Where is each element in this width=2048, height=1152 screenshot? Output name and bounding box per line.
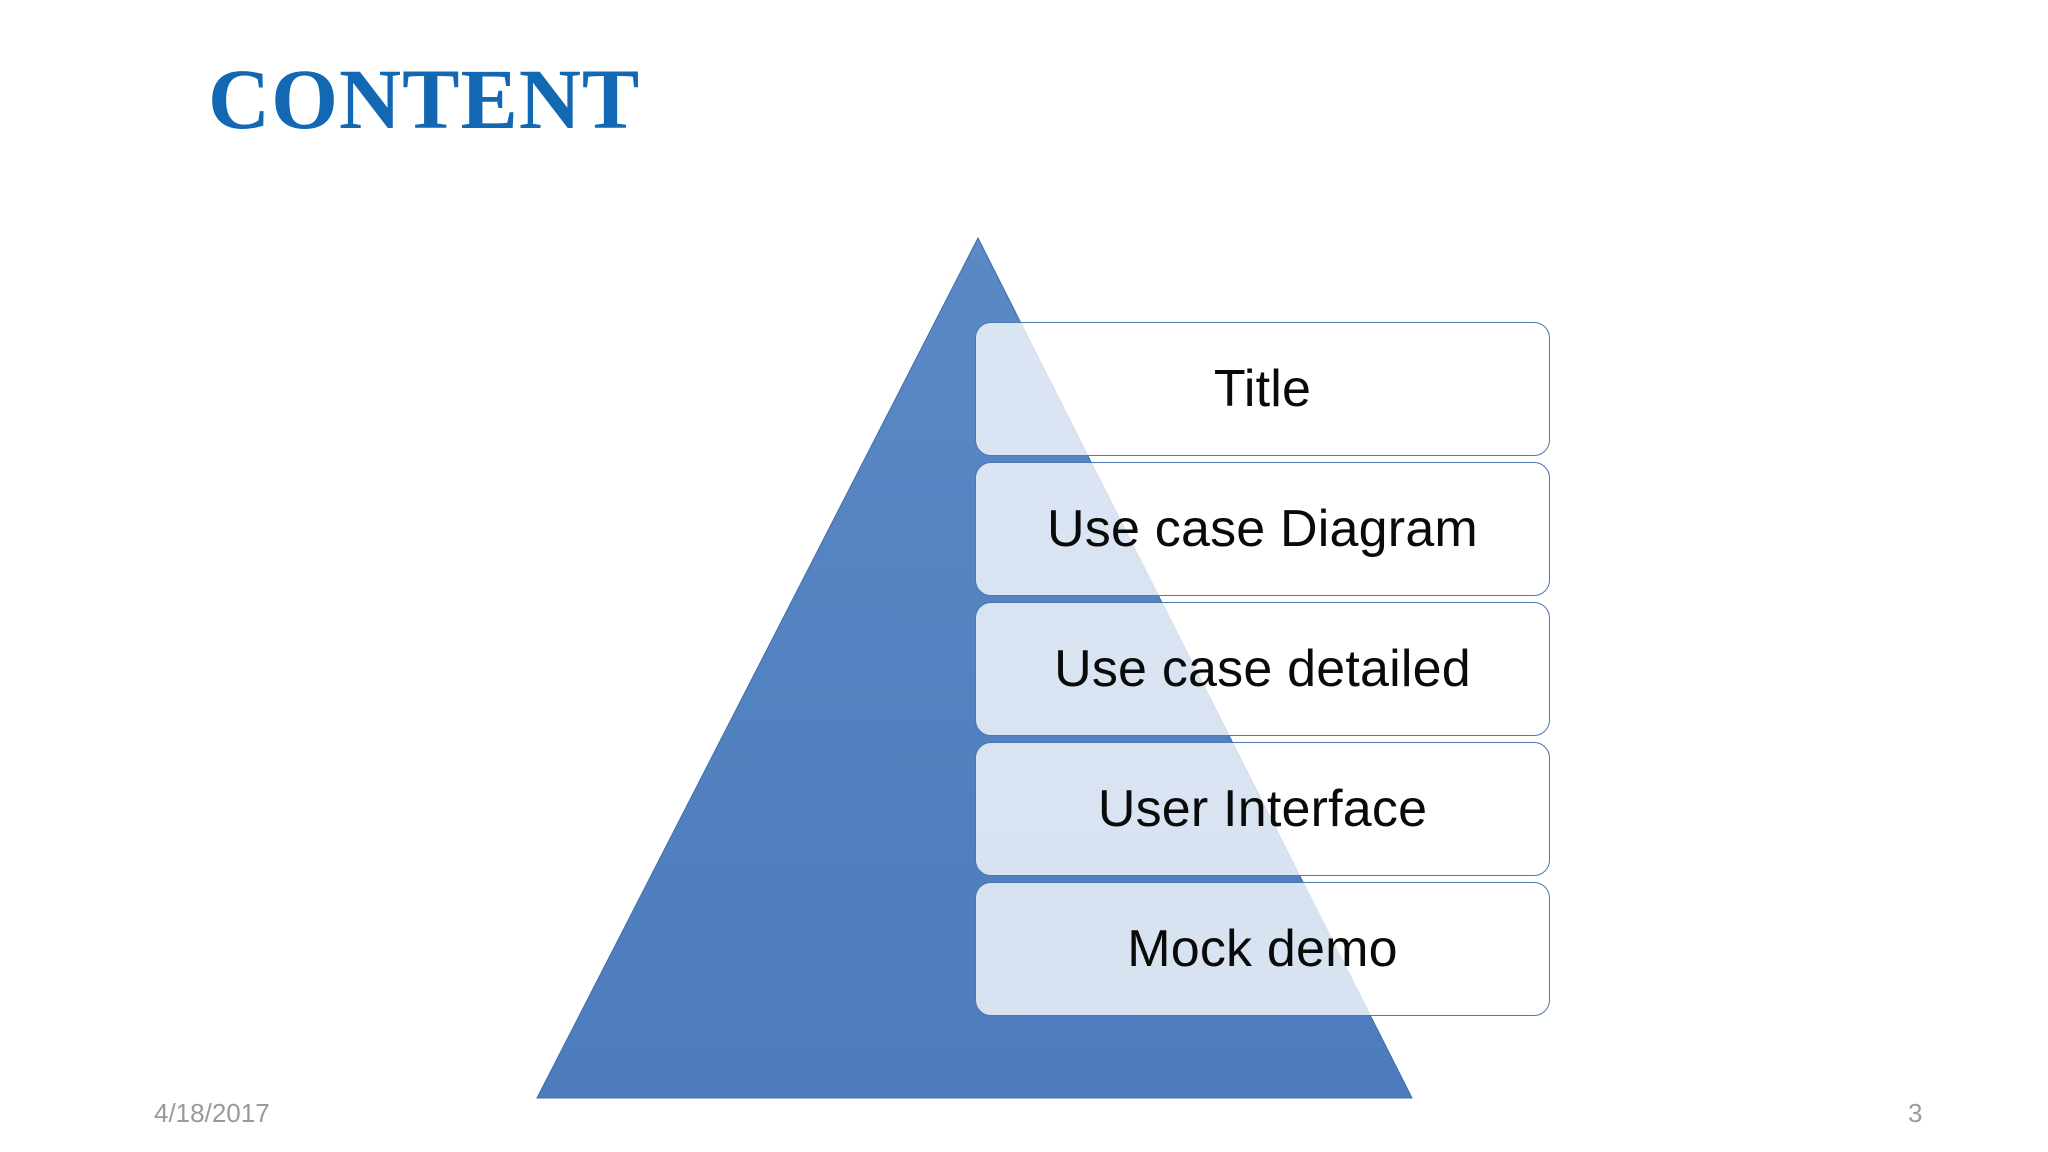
level-label: Use case detailed xyxy=(1054,640,1471,698)
level-label: Title xyxy=(1213,360,1312,418)
level-box[interactable]: Mock demo xyxy=(975,882,1550,1016)
level-label: Use case Diagram xyxy=(1047,500,1478,558)
page-title: CONTENT xyxy=(208,51,641,147)
level-box[interactable]: User Interface xyxy=(975,742,1550,876)
pyramid-level-user-interface[interactable]: User Interface xyxy=(975,742,1550,876)
pyramid-level-use-case-detailed[interactable]: Use case detailed xyxy=(975,602,1550,736)
footer-date: 4/18/2017 xyxy=(154,1098,270,1128)
pyramid-level-mock-demo[interactable]: Mock demo xyxy=(975,882,1550,1016)
level-box[interactable]: Title xyxy=(975,322,1550,456)
pyramid-level-list: Title Use case Diagram Use case detailed… xyxy=(975,322,1550,1022)
footer-page-number: 3 xyxy=(1908,1098,1923,1128)
pyramid-level-use-case-diagram[interactable]: Use case Diagram xyxy=(975,462,1550,596)
pyramid-level-title[interactable]: Title xyxy=(975,322,1550,456)
level-box[interactable]: Use case detailed xyxy=(975,602,1550,736)
level-box[interactable]: Use case Diagram xyxy=(975,462,1550,596)
level-label: User Interface xyxy=(1097,780,1428,838)
level-label: Mock demo xyxy=(1127,920,1398,978)
